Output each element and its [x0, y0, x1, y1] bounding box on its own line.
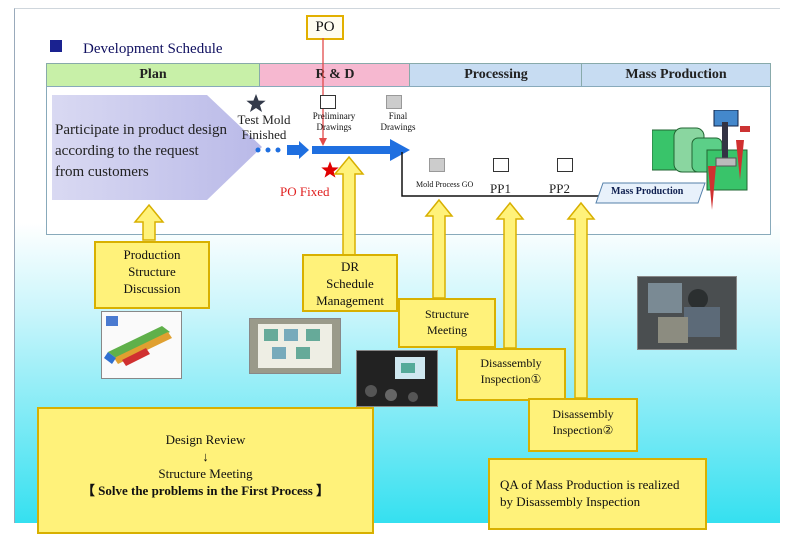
arrow-to-structure-meeting: [424, 198, 454, 299]
phase-plan: Plan: [46, 63, 260, 87]
final-drawings-label: Final Drawings: [380, 111, 416, 132]
arrow-to-disassembly-1: [495, 201, 525, 349]
callout-line: Management: [316, 293, 384, 308]
phase-rd: R & D: [259, 63, 411, 87]
callout-line: by Disassembly Inspection: [500, 494, 641, 509]
arrow-to-production-structure: [133, 203, 165, 241]
star-dark-icon: [246, 94, 266, 112]
factory-worker-photo: [637, 276, 737, 350]
cae-simulation-photo: [101, 311, 182, 379]
po-label: PO: [306, 15, 344, 40]
page-title: Development Schedule: [83, 41, 223, 57]
pp2-square-icon: [557, 158, 573, 172]
phase-processing: Processing: [409, 63, 583, 87]
callout-dr-schedule: DR Schedule Management: [302, 254, 398, 312]
small-arrow: [287, 141, 309, 159]
callout-design-review: Design Review ↓ Structure Meeting 【 Solv…: [37, 407, 374, 534]
dot-3: [275, 147, 281, 153]
mold-process-label: Mold Process GO: [416, 180, 474, 189]
arrow-to-dr: [333, 155, 365, 257]
meeting-room-photo: [356, 350, 438, 407]
callout-line: Structure Meeting: [158, 466, 253, 481]
whiteboard-photo: [249, 318, 341, 374]
callout-line: Inspection①: [480, 372, 542, 386]
callout-line: Structure: [425, 307, 469, 321]
callout-disassembly-1: Disassembly Inspection①: [456, 348, 566, 401]
dot-1: [255, 147, 261, 153]
callout-line: Discussion: [123, 281, 181, 296]
final-drawings-square-icon: [386, 95, 402, 109]
main-blue-arrow: [312, 139, 410, 161]
callout-structure-meeting: Structure Meeting: [398, 298, 496, 348]
po-fixed-label: PO Fixed: [280, 184, 330, 199]
dot-2: [265, 147, 271, 153]
arrow-to-disassembly-2: [566, 201, 596, 399]
callout-production-structure: Production Structure Discussion: [94, 241, 210, 309]
process-line: [401, 152, 600, 197]
callout-line: QA of Mass Production is realized: [500, 477, 680, 492]
pp1-square-icon: [493, 158, 509, 172]
mold-process-square-icon: [429, 158, 445, 172]
callout-line: Production: [123, 247, 181, 262]
preliminary-drawings-square-icon: [320, 95, 336, 109]
callout-line: Meeting: [427, 323, 467, 337]
mass-production-label: Mass Production: [611, 186, 684, 197]
star-red-icon: [321, 161, 339, 178]
callout-line: 【 Solve the problems in the First Proces…: [81, 483, 330, 498]
callout-line: Design Review: [165, 432, 246, 447]
callout-line: Schedule: [326, 276, 374, 291]
pp2-label: PP2: [549, 181, 570, 196]
callout-line: Inspection②: [552, 423, 614, 437]
plan-description: Participate in product design according …: [55, 122, 228, 180]
preliminary-drawings-label: Preliminary Drawings: [312, 111, 356, 132]
test-mold-label: Test Mold Finished: [237, 112, 291, 142]
po-arrowhead: [319, 138, 327, 146]
callout-line: ↓: [202, 449, 209, 464]
callout-qa: QA of Mass Production is realized by Dis…: [488, 458, 707, 530]
callout-line: DR: [340, 259, 360, 274]
pp1-label: PP1: [490, 181, 511, 196]
callout-disassembly-2: Disassembly Inspection②: [528, 398, 638, 452]
plan-arrow-shape: [52, 95, 262, 200]
machine-illustration: [652, 110, 750, 210]
callout-line: Disassembly: [552, 407, 614, 421]
callout-line: Structure: [128, 264, 176, 279]
slide-frame: [14, 8, 780, 523]
mass-production-shape: [595, 182, 706, 204]
callout-line: Disassembly: [480, 356, 542, 370]
title-bullet-icon: [50, 40, 62, 52]
